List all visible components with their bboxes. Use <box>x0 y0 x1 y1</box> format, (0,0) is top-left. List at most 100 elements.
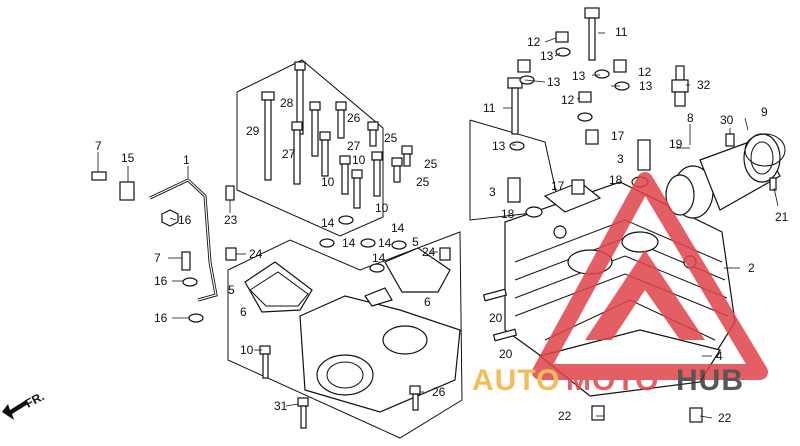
bolt <box>225 247 237 261</box>
bolt <box>439 247 451 261</box>
washer <box>391 240 407 250</box>
watermark-word-hub: HUB <box>676 364 744 397</box>
callout-10: 10 <box>352 153 366 167</box>
callout-25: 25 <box>424 157 438 171</box>
callout-23: 23 <box>224 213 238 227</box>
callout-30: 30 <box>720 113 734 127</box>
callout-24: 24 <box>249 247 263 261</box>
callout-20: 20 <box>499 347 513 361</box>
callout-25: 25 <box>384 131 398 145</box>
o-ring <box>665 174 695 216</box>
callout-16: 16 <box>178 213 192 227</box>
callout-15: 15 <box>121 151 135 165</box>
callout-4: 4 <box>716 349 723 363</box>
front-direction-arrow: FR. <box>2 389 46 420</box>
callout-7: 7 <box>154 251 161 265</box>
watermark-word-moto: MOTO <box>566 364 659 397</box>
clip-ring <box>525 206 543 218</box>
callout-14: 14 <box>321 216 335 230</box>
bolt <box>181 251 191 271</box>
valve-guide <box>637 139 651 171</box>
callout-10: 10 <box>240 343 254 357</box>
cylinder-head-cover-group-box <box>227 231 463 439</box>
callout-7: 7 <box>95 139 102 153</box>
callout-16: 16 <box>154 311 168 325</box>
callout-14: 14 <box>391 221 405 235</box>
watermark-inner-shape <box>585 250 705 340</box>
callout-26: 26 <box>347 111 361 125</box>
watermark-triangle <box>532 172 768 380</box>
callout-19: 19 <box>669 137 683 151</box>
head-group-box <box>469 119 561 221</box>
callout-21: 21 <box>775 210 789 224</box>
callout-22: 22 <box>558 409 572 423</box>
callout-27: 27 <box>347 139 361 153</box>
stud-bolt <box>507 77 523 135</box>
collar <box>689 407 703 423</box>
callout-31: 31 <box>274 399 288 413</box>
collar <box>591 405 605 421</box>
bolt <box>297 397 309 407</box>
callout-3: 3 <box>617 152 624 166</box>
callout-14: 14 <box>342 236 356 250</box>
long-bolts <box>261 61 413 209</box>
callout-14: 14 <box>378 236 392 250</box>
callout-3: 3 <box>489 185 496 199</box>
washer <box>182 277 198 287</box>
callout-6: 6 <box>240 305 247 319</box>
callout-24: 24 <box>422 245 436 259</box>
washer <box>338 215 354 225</box>
callout-12: 12 <box>527 35 541 49</box>
callout-10: 10 <box>375 201 389 215</box>
callout-13: 13 <box>547 75 561 89</box>
cover-gasket <box>249 271 309 307</box>
bolt <box>300 405 307 429</box>
stud-20 <box>492 328 518 342</box>
cap-nut <box>578 91 592 103</box>
tube-clamp <box>119 181 135 201</box>
spark-plug <box>671 65 689 107</box>
clamp-screw <box>769 177 777 191</box>
callout-26: 26 <box>432 385 446 399</box>
callout-5: 5 <box>412 235 419 249</box>
callout-25: 25 <box>416 175 430 189</box>
watermark-word-auto: AUTO <box>472 364 560 397</box>
callout-labels: 1 2 3 3 4 5 5 6 6 7 7 8 9 10 10 10 10 11… <box>95 25 789 425</box>
washer <box>360 238 376 248</box>
callout-13: 13 <box>639 79 653 93</box>
callout-12: 12 <box>638 65 652 79</box>
bolt <box>409 385 421 395</box>
callout-5: 5 <box>228 283 235 297</box>
washer <box>188 313 204 323</box>
dowel-pin <box>585 129 599 145</box>
callout-2: 2 <box>748 261 755 275</box>
callout-17: 17 <box>551 179 565 193</box>
cap-nut <box>613 59 627 73</box>
leader-lines <box>97 32 779 419</box>
callout-1: 1 <box>183 153 190 167</box>
stud-20 <box>482 288 508 302</box>
callout-11: 11 <box>615 25 628 39</box>
callout-13: 13 <box>540 49 554 63</box>
cylinder-head-cover <box>299 287 461 413</box>
callout-10: 10 <box>321 175 335 189</box>
callout-11: 11 <box>483 101 496 115</box>
washer <box>594 69 610 79</box>
bolt <box>225 185 235 201</box>
callout-12: 12 <box>561 93 575 107</box>
callout-8: 8 <box>687 111 694 125</box>
bolt <box>412 393 419 411</box>
callout-28: 28 <box>280 96 294 110</box>
callout-13: 13 <box>492 139 506 153</box>
callout-14: 14 <box>372 251 386 265</box>
washer <box>509 141 525 151</box>
front-direction-label: FR. <box>23 389 47 410</box>
washer <box>555 47 571 57</box>
bolt-group-box <box>236 59 384 237</box>
bolt <box>91 171 107 181</box>
callout-6: 6 <box>424 295 431 309</box>
stud-bolt <box>584 7 600 61</box>
cap-nut <box>555 31 569 43</box>
callout-16: 16 <box>154 274 168 288</box>
